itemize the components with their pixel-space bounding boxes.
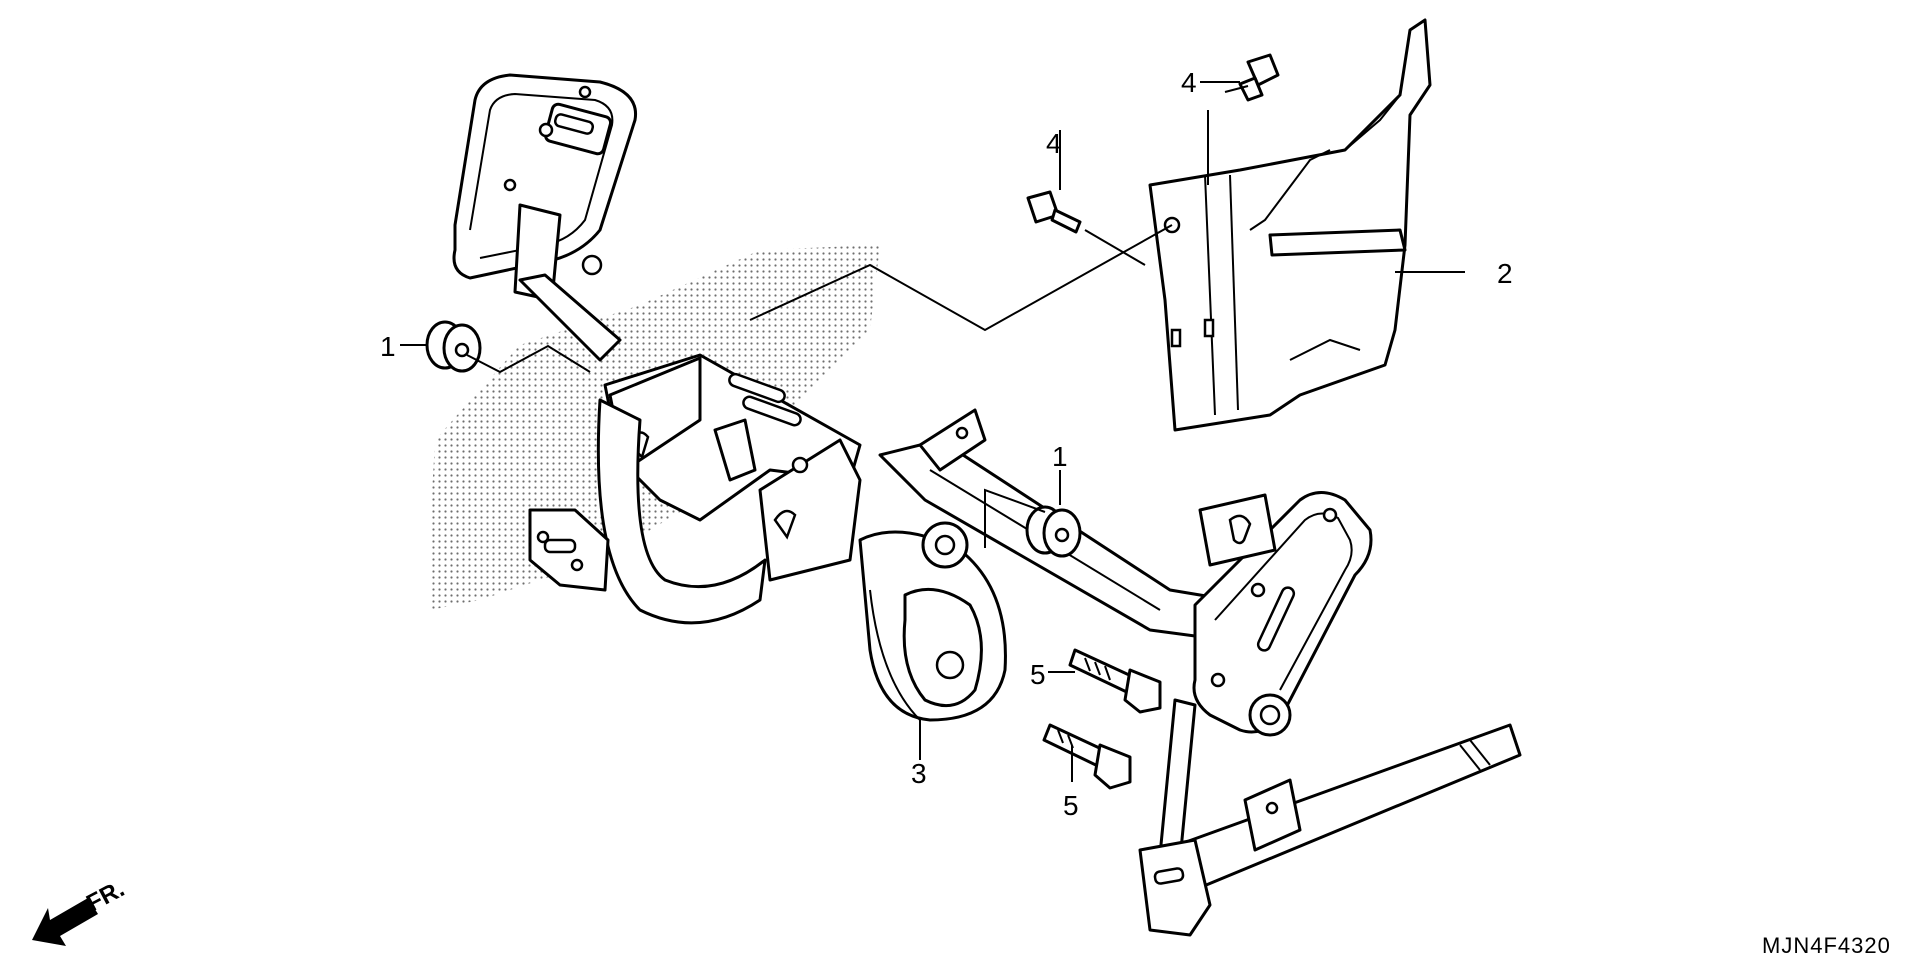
side-cover-panel: [1148, 18, 1432, 432]
callout-5-upper: 5: [1030, 659, 1046, 690]
screw-lower: [1026, 190, 1082, 234]
diagram-code: MJN4F4320: [1762, 933, 1891, 958]
callout-3: 3: [911, 758, 927, 789]
front-direction-arrow-icon: [32, 898, 98, 946]
rubber-grommet-right: [1025, 505, 1082, 558]
callout-1-left: 1: [380, 331, 396, 362]
left-upper-mount-bracket: [452, 73, 638, 302]
right-lower-mount-bracket: [1192, 491, 1373, 737]
callout-1-right: 1: [1052, 441, 1068, 472]
lower-support-strut: [1138, 698, 1522, 937]
flange-bolt-upper: [1068, 648, 1162, 714]
rubber-grommet-left: [425, 320, 482, 373]
callout-5-lower: 5: [1063, 790, 1079, 821]
callout-4-upper: 4: [1181, 67, 1197, 98]
callout-4-lower: 4: [1046, 128, 1062, 159]
callout-2: 2: [1497, 258, 1513, 289]
flange-bolt-lower: [1042, 723, 1132, 790]
leader-lines: [400, 81, 1465, 782]
screw-upper: [1224, 53, 1280, 102]
